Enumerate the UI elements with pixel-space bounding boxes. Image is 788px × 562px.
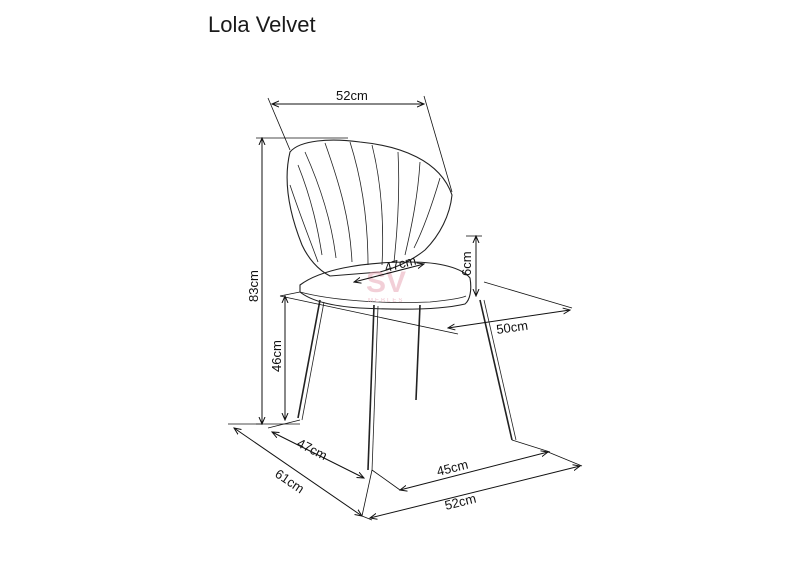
backrest-channel bbox=[297, 164, 323, 256]
label-seat-width: 50cm bbox=[495, 318, 529, 337]
backrest-channel bbox=[349, 141, 369, 266]
dim-line-overall-depth bbox=[234, 428, 362, 516]
chair-leg-front-left bbox=[297, 299, 321, 419]
backrest-channel bbox=[413, 177, 441, 249]
label-base-width: 45cm bbox=[435, 457, 469, 479]
label-total-height: 83cm bbox=[246, 270, 261, 302]
dim-line-overall-width bbox=[370, 466, 580, 518]
label-overall-width: 52cm bbox=[443, 491, 477, 513]
backrest-outline bbox=[286, 139, 453, 277]
svg-text:MEBLES: MEBLES bbox=[368, 298, 404, 304]
chair-leg-front-right bbox=[415, 304, 421, 401]
chair-leg-back-left-inner bbox=[371, 305, 379, 472]
label-base-depth: 47cm bbox=[295, 435, 330, 463]
seat-edge bbox=[299, 291, 467, 303]
backrest-channel bbox=[393, 151, 400, 263]
backrest-channel bbox=[304, 151, 337, 259]
backrest-channel bbox=[404, 161, 421, 256]
product-title: Lola Velvet bbox=[208, 12, 316, 37]
backrest-channel bbox=[289, 184, 319, 263]
dim-line-seat-width bbox=[448, 310, 570, 328]
chair-leg-front-left-inner bbox=[301, 301, 325, 421]
label-top-width: 52cm bbox=[336, 88, 368, 103]
label-seat-depth: 47cm bbox=[383, 253, 417, 275]
label-overall-depth: 61cm bbox=[272, 466, 307, 496]
backrest-channel bbox=[371, 144, 384, 266]
label-seat-thickness: 6cm bbox=[459, 251, 474, 276]
chair-leg-back-left bbox=[367, 304, 375, 471]
label-seat-height: 46cm bbox=[269, 340, 284, 372]
backrest-channel bbox=[324, 142, 353, 263]
dim-line-base-width bbox=[400, 452, 548, 490]
chair-illustration bbox=[286, 139, 517, 472]
dim-line-seat-depth bbox=[354, 264, 424, 282]
